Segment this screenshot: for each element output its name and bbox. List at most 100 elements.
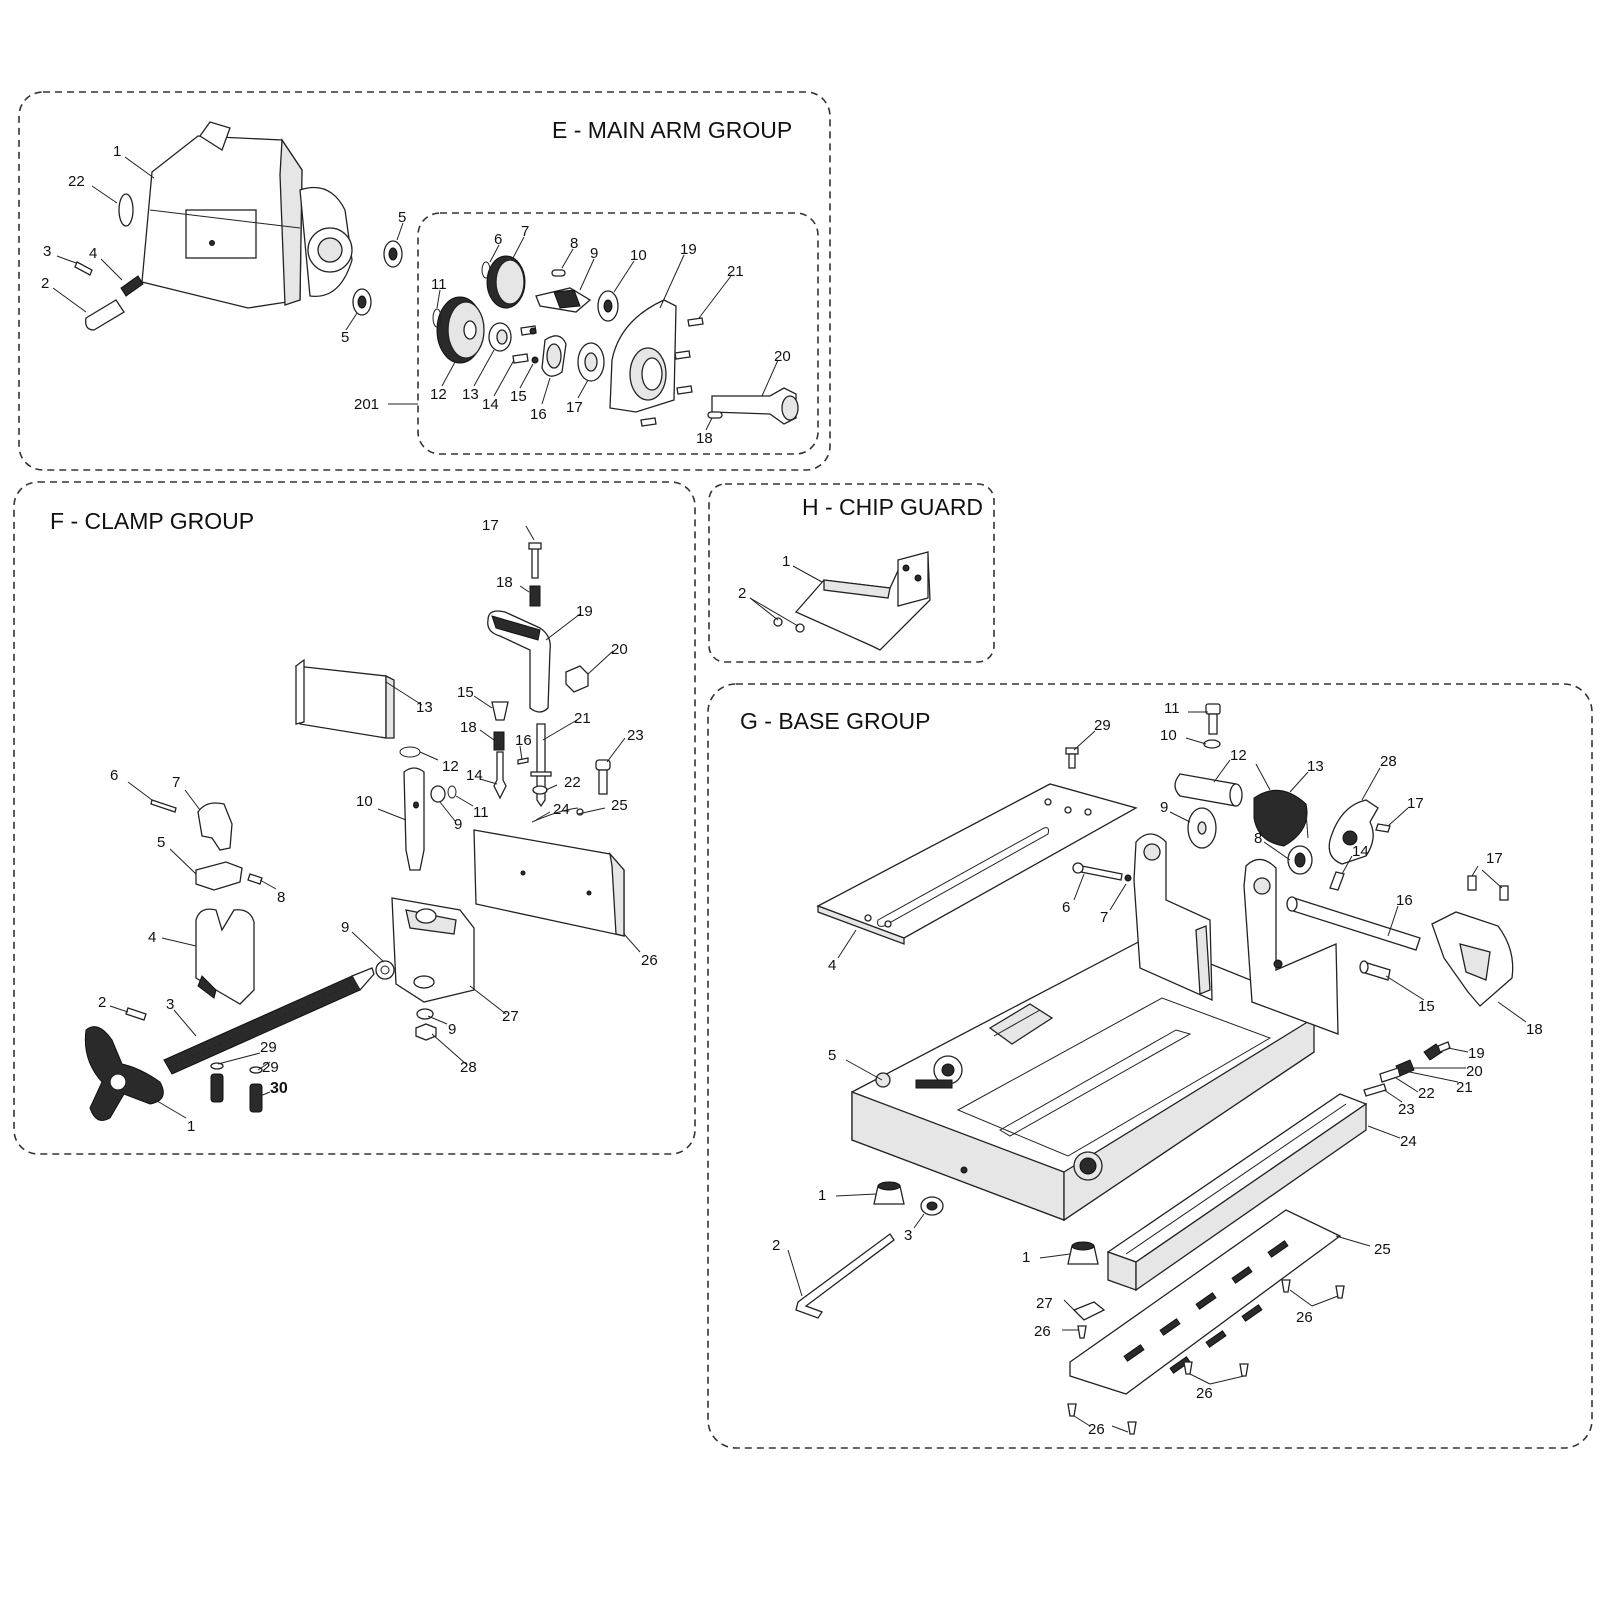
label-f-20: 20 [611,641,628,658]
group-f-border [13,481,696,1155]
label-g-17a: 17 [1407,795,1424,812]
label-g-21: 21 [1456,1079,1473,1096]
label-f-21: 21 [574,710,591,727]
label-f-10: 10 [356,793,373,810]
bearing-icon [352,240,403,316]
label-f-25: 25 [611,797,628,814]
label-e-5b: 5 [341,329,349,346]
label-g-26c: 26 [1196,1385,1213,1402]
label-g-4: 4 [828,957,836,974]
label-g-23: 23 [1398,1101,1415,1118]
label-g-28: 28 [1380,753,1397,770]
label-g-22: 22 [1418,1085,1435,1102]
label-f-13: 13 [416,699,433,716]
label-g-26b: 26 [1296,1309,1313,1326]
label-g-6: 6 [1062,899,1070,916]
label-f-16: 16 [515,732,532,749]
label-e-9: 9 [590,245,598,262]
label-g-25: 25 [1374,1241,1391,1258]
spring-icon [1253,763,1309,847]
arm-housing-part [141,121,353,309]
label-h-1: 1 [782,553,790,570]
group-g-base: G - BASE GROUP [707,683,1593,1449]
label-g-3: 3 [904,1227,912,1244]
label-f-9a: 9 [454,816,462,833]
base-casting-part [851,833,1339,1222]
label-g-1a: 1 [818,1187,826,1204]
label-e-4: 4 [89,245,97,262]
label-g-20: 20 [1466,1063,1483,1080]
label-g-15: 15 [1418,998,1435,1015]
label-e-5a: 5 [398,209,406,226]
label-g-5: 5 [828,1047,836,1064]
label-f-3: 3 [166,996,174,1013]
label-e-16: 16 [530,406,547,423]
label-f-4: 4 [148,929,156,946]
label-e-13: 13 [462,386,479,403]
label-e-19: 19 [680,241,697,258]
label-f-28: 28 [460,1059,477,1076]
group-e-subassembly-border [417,212,819,455]
label-e-17: 17 [566,399,583,416]
label-e-10: 10 [630,247,647,264]
label-f-9c: 9 [448,1021,456,1038]
lead-screw-part [163,967,375,1075]
label-f-22: 22 [564,774,581,791]
label-e-22: 22 [68,173,85,190]
label-e-15: 15 [510,388,527,405]
label-g-10: 10 [1160,727,1177,744]
group-e-border [18,91,831,471]
label-g-24: 24 [1400,1133,1417,1150]
o-ring-icon [118,193,134,227]
label-g-17b: 17 [1486,850,1503,867]
label-g-26a: 26 [1034,1323,1051,1340]
group-e-title: E - MAIN ARM GROUP [552,117,792,143]
label-e-11: 11 [431,276,447,293]
label-f-5: 5 [157,834,165,851]
star-knob-part [84,1026,164,1121]
label-g-13: 13 [1307,758,1324,775]
label-e-8: 8 [570,235,578,252]
label-f-15: 15 [457,684,474,701]
label-f-23: 23 [627,727,644,744]
label-g-2: 2 [772,1237,780,1254]
washer-icon [430,785,446,803]
label-f-18b: 18 [460,719,477,736]
label-g-11: 11 [1164,700,1180,717]
gear-icon [436,255,526,364]
label-f-26: 26 [641,952,658,969]
label-e-18: 18 [696,430,713,447]
screw-icon [1067,1279,1345,1435]
label-f-9b: 9 [341,919,349,936]
label-f-17: 17 [482,517,499,534]
label-f-30: 30 [270,1080,288,1097]
label-e-14: 14 [482,396,499,413]
label-g-27: 27 [1036,1295,1053,1312]
label-f-24: 24 [553,801,570,818]
label-g-16: 16 [1396,892,1413,909]
hex-key-icon [795,1233,895,1319]
label-g-29: 29 [1094,717,1111,734]
label-e-21: 21 [727,263,744,280]
label-f-18a: 18 [496,574,513,591]
group-f-title: F - CLAMP GROUP [50,508,254,534]
group-h-chip-guard: H - CHIP GUARD 1 2 [708,483,995,663]
group-g-title: G - BASE GROUP [740,708,930,734]
label-e-1: 1 [113,143,121,160]
label-e-3: 3 [43,243,51,260]
label-g-8: 8 [1254,830,1262,847]
label-f-14: 14 [466,767,483,784]
label-f-12: 12 [442,758,459,775]
label-g-9: 9 [1160,799,1168,816]
label-g-1b: 1 [1022,1249,1030,1266]
label-f-1: 1 [187,1118,195,1135]
label-g-14: 14 [1352,843,1369,860]
group-f-clamp: F - CLAMP GROUP [13,481,696,1155]
label-e-2: 2 [41,275,49,292]
label-f-19: 19 [576,603,593,620]
label-g-19: 19 [1468,1045,1485,1062]
pin-icon [74,261,93,276]
label-e-201: 201 [354,396,379,413]
label-f-6: 6 [110,767,118,784]
